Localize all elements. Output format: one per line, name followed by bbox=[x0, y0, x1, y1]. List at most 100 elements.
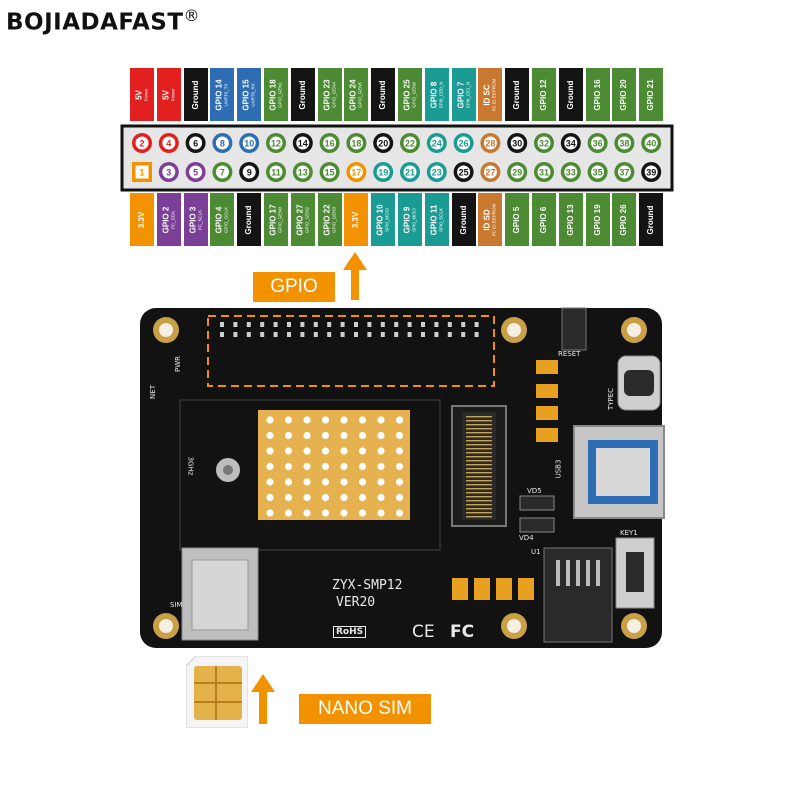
m2-contact bbox=[466, 428, 492, 430]
pin-number: 1 bbox=[139, 168, 144, 178]
pin-20: 20 bbox=[373, 133, 394, 153]
pin-number: 22 bbox=[405, 139, 415, 149]
pin-40: 40 bbox=[641, 133, 662, 153]
header-pin-pad bbox=[233, 332, 238, 337]
pin-number: 2 bbox=[139, 139, 144, 149]
header-pin-pad bbox=[474, 322, 479, 327]
pin-number: 8 bbox=[220, 139, 225, 149]
reset-silk: RESET bbox=[558, 350, 581, 358]
header-pin-pad bbox=[260, 332, 265, 337]
chip-lead bbox=[596, 560, 600, 586]
pin-number: 35 bbox=[593, 168, 603, 178]
m2-contact bbox=[466, 452, 492, 454]
pin-number: 33 bbox=[566, 168, 576, 178]
pin-number: 34 bbox=[566, 139, 576, 149]
m2-contact bbox=[466, 472, 492, 474]
pin-31: 31 bbox=[534, 162, 554, 182]
thermal-via bbox=[284, 416, 293, 424]
pin-label-bottom: GPIO 13 bbox=[558, 193, 583, 246]
pin-38: 38 bbox=[614, 133, 635, 153]
pin-36: 36 bbox=[587, 133, 608, 153]
pin-number: 37 bbox=[619, 168, 629, 178]
pin-label-top: Ground bbox=[558, 68, 583, 121]
thermal-via bbox=[395, 431, 404, 440]
pin-label-bottom: Ground bbox=[237, 193, 262, 246]
header-pin-pad bbox=[246, 322, 251, 327]
header-pin-pad bbox=[394, 332, 399, 337]
pin-number: 21 bbox=[405, 168, 415, 178]
header-pin-pad bbox=[340, 332, 345, 337]
pin-8: 8 bbox=[212, 133, 233, 153]
m2-contact bbox=[466, 456, 492, 458]
pin-number: 19 bbox=[378, 168, 388, 178]
m2-contact bbox=[466, 460, 492, 462]
thermal-via bbox=[266, 416, 274, 424]
pin-number: 26 bbox=[459, 139, 469, 149]
board-version: VER20 bbox=[336, 595, 376, 610]
gpio-callout: GPIO bbox=[253, 272, 335, 302]
pin-29: 29 bbox=[507, 162, 528, 182]
header-pin-pad bbox=[380, 322, 385, 327]
pin-number: 36 bbox=[593, 139, 603, 149]
pin-number: 23 bbox=[432, 168, 442, 178]
header-pin-pad bbox=[421, 332, 425, 337]
pin-number: 28 bbox=[485, 139, 495, 149]
pin-number: 13 bbox=[298, 168, 308, 178]
pin-number: 17 bbox=[351, 168, 361, 178]
thermal-via bbox=[377, 462, 385, 471]
header-pin-pad bbox=[300, 322, 305, 327]
pin-27: 27 bbox=[480, 162, 501, 182]
pin-10: 10 bbox=[239, 133, 260, 153]
m2-contact bbox=[466, 512, 492, 514]
pin-number: 3 bbox=[166, 168, 171, 178]
thermal-via bbox=[358, 509, 367, 517]
thermal-via bbox=[377, 493, 385, 502]
board-model: ZYX-SMP12 bbox=[332, 578, 403, 593]
chip-lead bbox=[586, 560, 590, 586]
pin-number: 30 bbox=[512, 139, 522, 149]
thermal-via bbox=[303, 462, 311, 471]
pin-26: 26 bbox=[453, 133, 474, 153]
header-pin-pad bbox=[273, 322, 278, 327]
header-pin-pad bbox=[273, 332, 278, 337]
thermal-via bbox=[358, 447, 367, 455]
up-arrow-icon bbox=[343, 252, 367, 300]
thermal-via bbox=[377, 478, 385, 486]
vd5-silk: VD5 bbox=[527, 487, 542, 495]
header-pin-pad bbox=[461, 322, 466, 327]
brand-name: BOJIADAFAST bbox=[6, 9, 184, 36]
pin-number: 20 bbox=[378, 139, 388, 149]
header-pin-pad bbox=[367, 332, 372, 337]
header-outline bbox=[120, 124, 674, 192]
m2-contact bbox=[466, 508, 492, 510]
antenna-silk: 3GHz bbox=[186, 456, 195, 476]
m2-contact bbox=[466, 488, 492, 490]
m2-contact bbox=[466, 432, 492, 434]
thermal-via bbox=[284, 447, 293, 455]
pin-3: 3 bbox=[158, 162, 179, 182]
pin-label-top: GPIO 16 bbox=[585, 68, 610, 121]
pin-9: 9 bbox=[239, 162, 260, 182]
pin-16: 16 bbox=[319, 133, 340, 153]
pin-24: 24 bbox=[426, 133, 447, 153]
thermal-via bbox=[377, 416, 385, 424]
heatsink-pad bbox=[258, 410, 410, 520]
pin-label-top: GPIO 12 bbox=[532, 68, 556, 121]
m2-contact bbox=[466, 440, 492, 442]
pin-28: 28 bbox=[480, 133, 501, 153]
pin-15: 15 bbox=[319, 162, 340, 182]
pin-label-top: Ground bbox=[505, 68, 530, 121]
header-pin-pad bbox=[327, 322, 332, 327]
thermal-via bbox=[377, 447, 385, 455]
sim-silk: SIM bbox=[170, 601, 183, 609]
thermal-via bbox=[358, 462, 367, 471]
vd4-silk: VD4 bbox=[519, 534, 534, 542]
pin-30: 30 bbox=[507, 133, 528, 153]
